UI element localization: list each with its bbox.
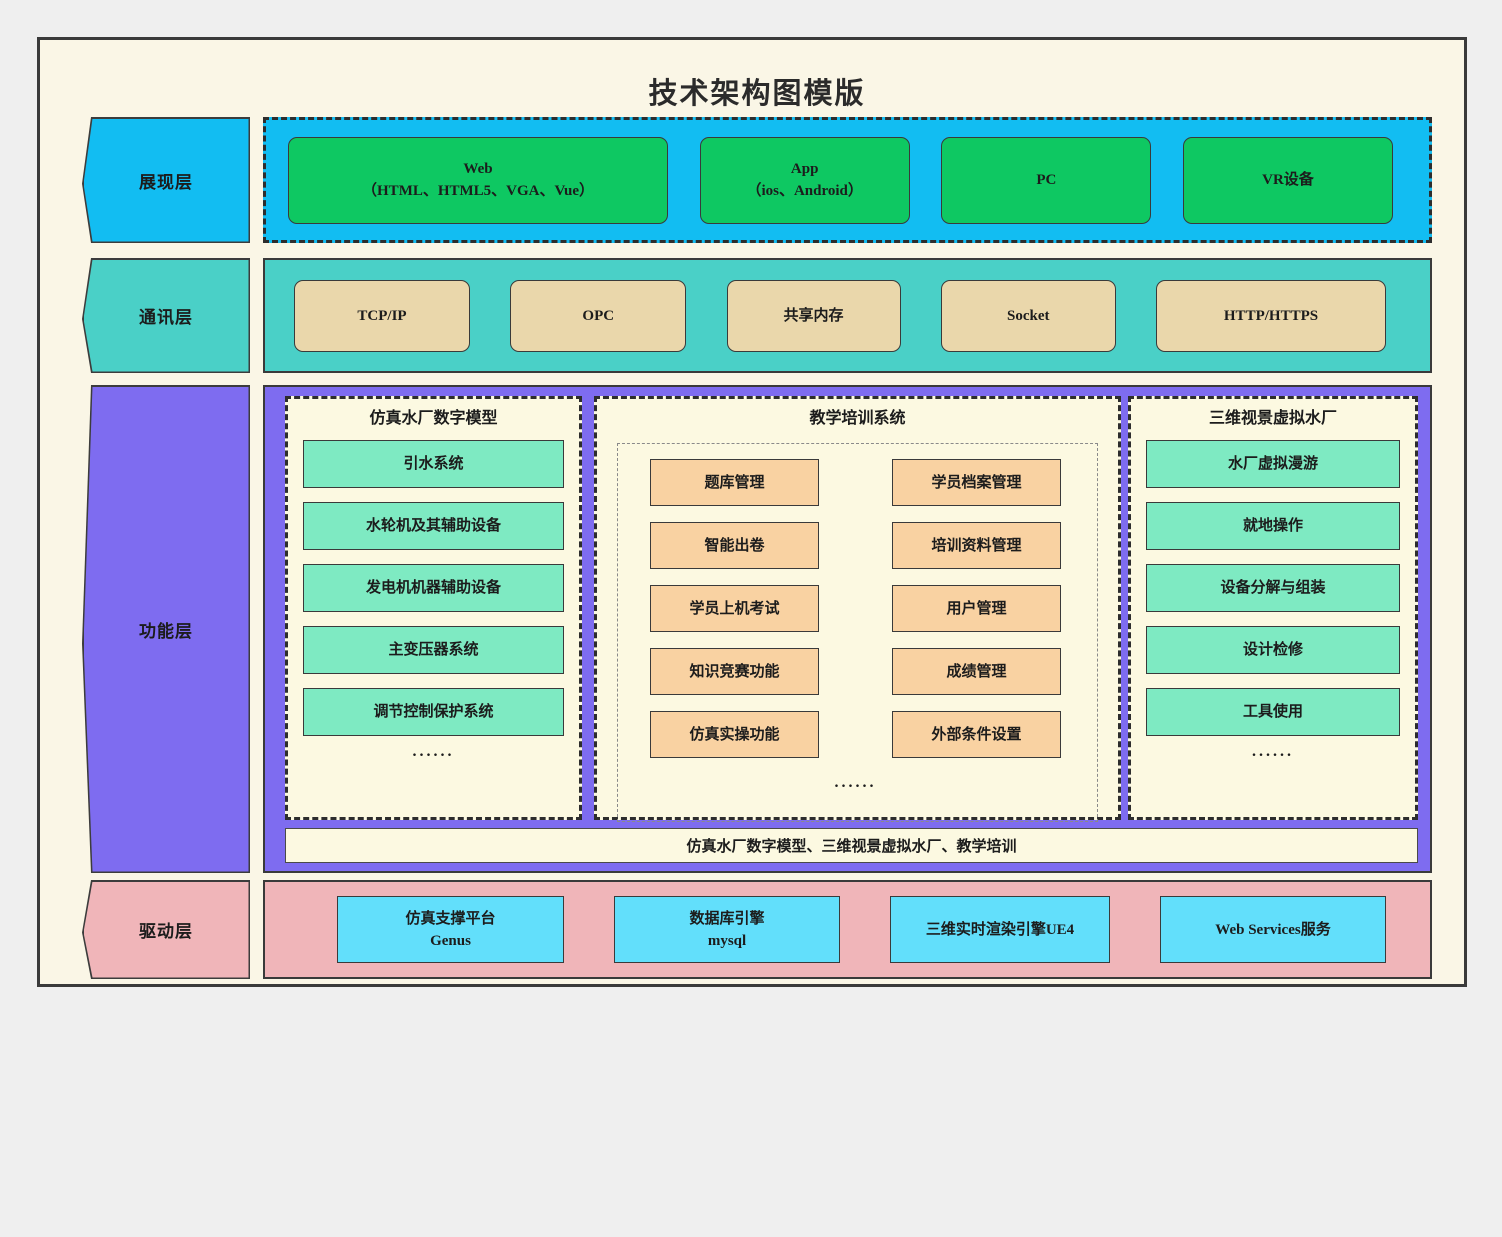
box-genus-platform: 仿真支撑平台 Genus	[337, 896, 564, 963]
box-mysql-engine-name: 数据库引擎	[689, 910, 765, 927]
layer-presentation: 展现层 Web （HTML、HTML5、VGA、Vue） App （ios、An…	[82, 117, 1432, 243]
box-tcpip: TCP/IP	[294, 279, 470, 352]
box-external-condition-setting: 外部条件设置	[892, 711, 1061, 758]
label-arrow-fill	[83, 386, 249, 872]
communication-layer-label: 通讯层	[82, 258, 250, 373]
panel-training-system-title: 教学培训系统	[809, 410, 906, 427]
label-arrow-fill	[83, 881, 249, 978]
box-opc: OPC	[510, 279, 687, 352]
label-arrow-fill	[83, 118, 249, 242]
box-web: Web （HTML、HTML5、VGA、Vue）	[288, 136, 668, 224]
box-water-intake-system: 引水系统	[303, 440, 564, 488]
training-system-inner-group: 题库管理 学员档案管理 智能出卷 培训资料管理 学员上机考试 用户管理 知识竞赛…	[617, 443, 1098, 822]
page-title: 技术架构图模版	[648, 78, 866, 110]
box-design-maintenance: 设计检修	[1146, 626, 1400, 674]
box-training-material-mgmt: 培训资料管理	[892, 522, 1061, 569]
layer-driver: 驱动层 仿真支撑平台 Genus 数据库引擎 mysql 三维实时渲染引擎UE4…	[82, 880, 1432, 979]
box-web-name: Web	[463, 161, 493, 177]
panel-simulation-model-items: 引水系统 水轮机及其辅助设备 发电机机器辅助设备 主变压器系统 调节控制保护系统	[288, 433, 579, 736]
panel-3d-virtual-plant: 三维视景虚拟水厂 水厂虚拟漫游 就地操作 设备分解与组装 设计检修 工具使用 .…	[1128, 396, 1418, 820]
box-user-mgmt: 用户管理	[892, 585, 1061, 632]
box-shared-memory: 共享内存	[726, 279, 901, 352]
box-http-https: HTTP/HTTPS	[1156, 279, 1386, 352]
box-app: App （ios、Android）	[699, 136, 910, 224]
box-mysql-engine-detail: mysql	[707, 932, 747, 949]
function-layer-label: 功能层	[82, 385, 250, 873]
box-app-detail: （ios、Android）	[746, 183, 863, 199]
box-vr-device-name: VR设备	[1262, 172, 1314, 188]
driver-container: 仿真支撑平台 Genus 数据库引擎 mysql 三维实时渲染引擎UE4 Web…	[263, 880, 1432, 979]
box-web-services-name: Web Services服务	[1215, 921, 1331, 938]
box-generator-aux-equipment: 发电机机器辅助设备	[303, 564, 564, 612]
ellipsis: ......	[412, 743, 455, 760]
box-score-mgmt: 成绩管理	[892, 648, 1061, 695]
box-ue4-engine-name: 三维实时渲染引擎UE4	[925, 921, 1075, 938]
presentation-layer-label-text: 展现层	[139, 172, 193, 192]
box-student-computer-exam: 学员上机考试	[650, 585, 819, 632]
presentation-container: Web （HTML、HTML5、VGA、Vue） App （ios、Androi…	[263, 117, 1432, 243]
box-web-detail: （HTML、HTML5、VGA、Vue）	[362, 183, 594, 199]
box-web-services: Web Services服务	[1160, 896, 1386, 963]
function-footer-bar: 仿真水厂数字模型、三维视景虚拟水厂、教学培训	[285, 828, 1418, 863]
box-ue4-engine: 三维实时渲染引擎UE4	[890, 896, 1110, 963]
communication-layer-label-text: 通讯层	[139, 308, 193, 327]
box-main-transformer-system: 主变压器系统	[303, 626, 564, 674]
function-layer-label-text: 功能层	[139, 621, 193, 641]
box-local-operation: 就地操作	[1146, 502, 1400, 550]
box-plant-virtual-tour: 水厂虚拟漫游	[1146, 440, 1400, 488]
diagram-canvas: 技术架构图模版 展现层 Web （HTML、HTML5、VGA、Vue） App…	[37, 37, 1467, 987]
box-socket: Socket	[940, 279, 1116, 352]
ellipsis: ......	[1252, 743, 1294, 760]
label-arrow-fill	[83, 259, 249, 372]
box-mysql-engine: 数据库引擎 mysql	[614, 896, 840, 963]
box-smart-paper-generation: 智能出卷	[650, 522, 819, 569]
box-pc-name: PC	[1036, 172, 1057, 188]
layer-communication: 通讯层 TCP/IP OPC 共享内存 Socket HTTP/HTTPS	[82, 258, 1432, 373]
box-knowledge-contest: 知识竞赛功能	[650, 648, 819, 695]
function-panels: 仿真水厂数字模型 引水系统 水轮机及其辅助设备 发电机机器辅助设备 主变压器系统…	[285, 396, 1418, 822]
box-app-name: App	[790, 161, 819, 177]
panel-simulation-model: 仿真水厂数字模型 引水系统 水轮机及其辅助设备 发电机机器辅助设备 主变压器系统…	[285, 396, 582, 820]
presentation-layer-label: 展现层	[82, 117, 250, 243]
communication-container: TCP/IP OPC 共享内存 Socket HTTP/HTTPS	[263, 258, 1432, 373]
ellipsis: ......	[834, 774, 877, 791]
box-vr-device: VR设备	[1182, 136, 1393, 224]
driver-layer-label: 驱动层	[82, 880, 250, 979]
box-simulation-practice: 仿真实操功能	[650, 711, 819, 758]
panel-3d-virtual-plant-items: 水厂虚拟漫游 就地操作 设备分解与组装 设计检修 工具使用	[1131, 433, 1415, 736]
box-question-bank-mgmt: 题库管理	[650, 459, 819, 506]
panel-3d-virtual-plant-title: 三维视景虚拟水厂	[1208, 410, 1337, 427]
box-tool-usage: 工具使用	[1146, 688, 1400, 736]
box-control-protection-system: 调节控制保护系统	[303, 688, 564, 736]
box-genus-platform-name: 仿真支撑平台	[405, 910, 496, 927]
box-equipment-disassembly: 设备分解与组装	[1146, 564, 1400, 612]
box-student-file-mgmt: 学员档案管理	[892, 459, 1061, 506]
panel-simulation-model-title: 仿真水厂数字模型	[369, 410, 498, 427]
box-pc: PC	[941, 136, 1152, 224]
box-turbine-aux-equipment: 水轮机及其辅助设备	[303, 502, 564, 550]
function-container: 仿真水厂数字模型 引水系统 水轮机及其辅助设备 发电机机器辅助设备 主变压器系统…	[263, 385, 1432, 873]
panel-training-system: 教学培训系统 题库管理 学员档案管理 智能出卷 培训资料管理 学员上机考试 用户…	[594, 396, 1121, 822]
layer-function: 功能层 仿真水厂数字模型 引水系统 水轮机及其辅助设备 发电机机器辅助设备 主变…	[82, 385, 1432, 873]
driver-layer-label-text: 驱动层	[139, 922, 193, 941]
box-genus-platform-detail: Genus	[430, 932, 471, 949]
